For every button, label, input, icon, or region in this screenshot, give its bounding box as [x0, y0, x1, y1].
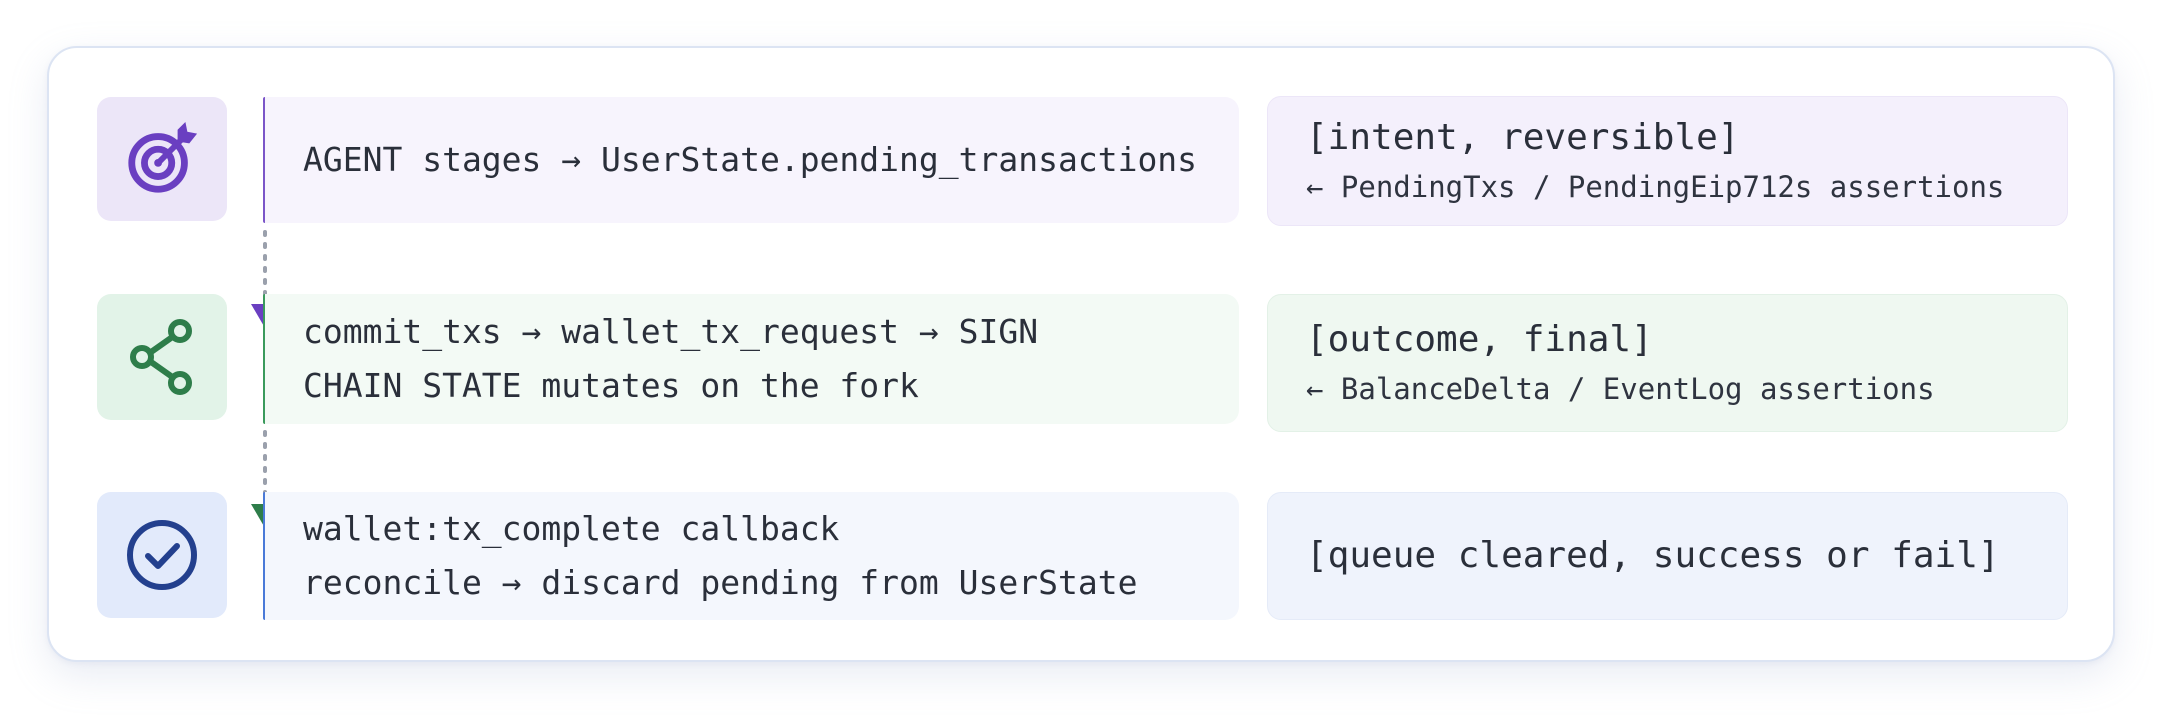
step-main-line: wallet:tx_complete callback: [303, 509, 840, 548]
flow-diagram-card: AGENT stages → UserState.pending_transac…: [47, 46, 2115, 662]
step-main-box: wallet:tx_complete callback reconcile → …: [265, 492, 1239, 620]
step-main-line: reconcile → discard pending from UserSta…: [303, 563, 1138, 602]
step-main-line: commit_txs → wallet_tx_request → SIGN: [303, 312, 1039, 351]
step-icon-tile: [97, 492, 227, 618]
step-assertion-text: ← BalanceDelta / EventLog assertions: [1306, 372, 1935, 406]
target-icon: [128, 121, 198, 193]
step-main-line: AGENT stages → UserState.pending_transac…: [303, 140, 1198, 179]
step-main-line: CHAIN STATE mutates on the fork: [303, 366, 919, 405]
step-icon-tile: [97, 294, 227, 420]
step-main-box: AGENT stages → UserState.pending_transac…: [265, 97, 1239, 223]
check-circle-icon: [127, 520, 197, 590]
step-tag: [intent, reversible]: [1306, 117, 1740, 158]
step-tag: [queue cleared, success or fail]: [1306, 535, 2000, 576]
step-icon-tile: [97, 97, 227, 221]
step-assertion-box: [queue cleared, success or fail]: [1267, 492, 2068, 620]
share-icon: [130, 319, 192, 395]
step-assertion-box: [outcome, final] ← BalanceDelta / EventL…: [1267, 294, 2068, 432]
step-assertion-text: ← PendingTxs / PendingEip712s assertions: [1306, 170, 2005, 204]
step-assertion-box: [intent, reversible] ← PendingTxs / Pend…: [1267, 96, 2068, 226]
step-tag: [outcome, final]: [1306, 319, 1653, 360]
step-main-box: commit_txs → wallet_tx_request → SIGN CH…: [265, 294, 1239, 424]
